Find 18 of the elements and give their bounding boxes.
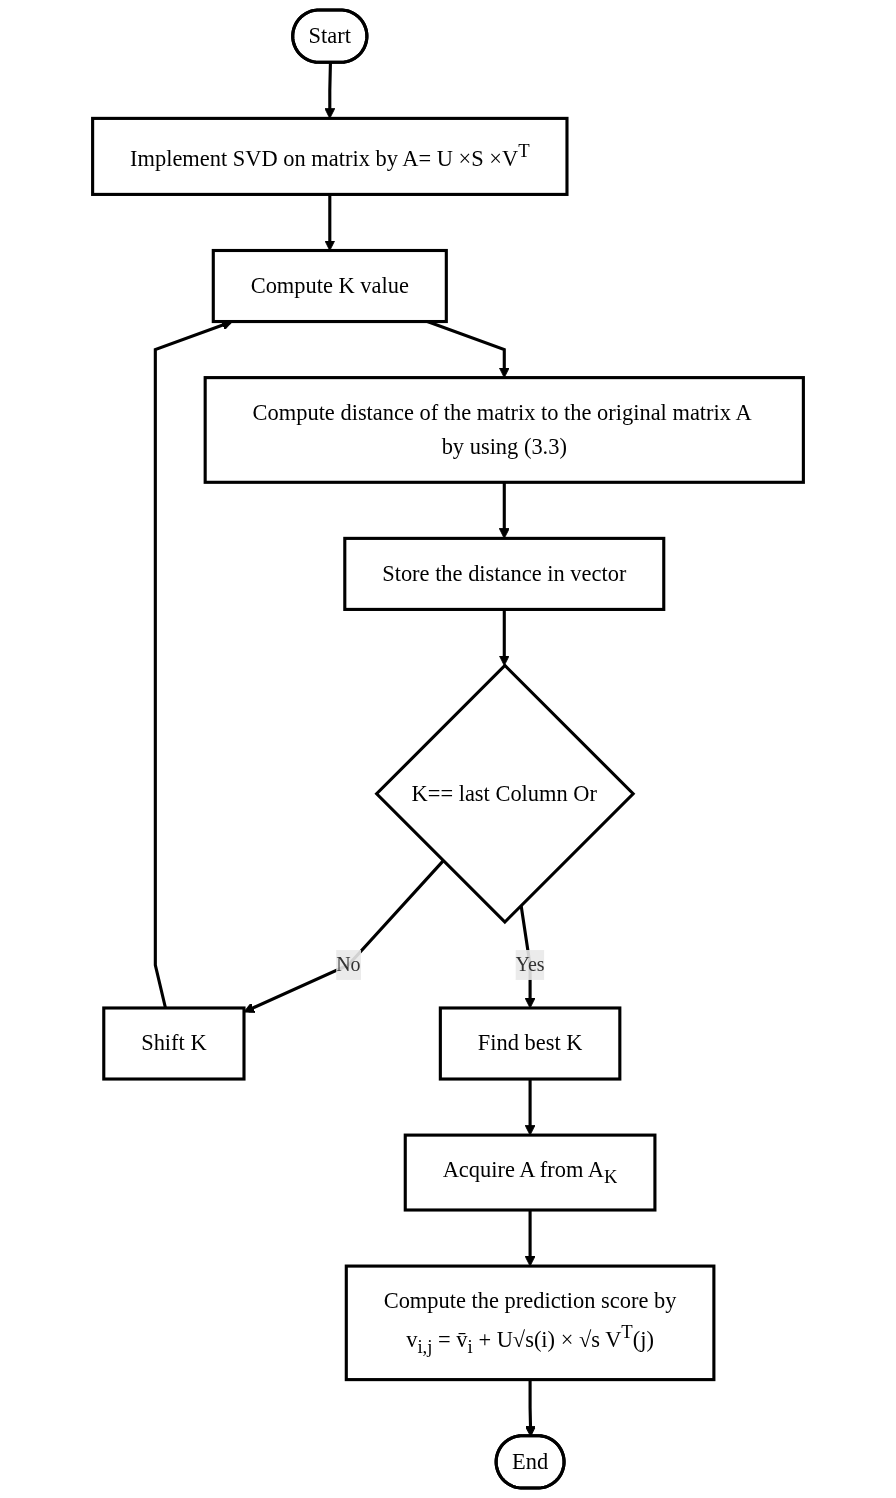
node-box: Compute K value	[211, 248, 448, 324]
arrow	[498, 482, 510, 539]
node-box: Acquire A from A$_{K}$	[403, 1133, 657, 1212]
node-box: Implement SVD on matrix by A= U ×S ×V$^{T}$	[91, 116, 569, 196]
node-box: Compute the prediction score by v$_{i,j}$ = v̄$_{i}$ + U√s(i) × √s V$^{T}$(j)	[344, 1264, 716, 1382]
arrow	[524, 1079, 536, 1136]
arrow	[324, 194, 336, 251]
node-box: Store the distance in vector	[343, 536, 666, 611]
node-box: Compute distance of the matrix to the original matrix A by using (3.3)	[203, 376, 805, 484]
arrow	[524, 1210, 536, 1267]
edge-label: Yes	[515, 953, 545, 975]
node-diamond: K== last Column Or	[374, 663, 636, 925]
arrow	[324, 62, 336, 119]
edge-label: No	[336, 953, 361, 975]
node-box: Find best K	[438, 1006, 622, 1081]
arrow	[498, 609, 510, 666]
arrow	[243, 859, 445, 1013]
node-box: Shift K	[102, 1006, 246, 1081]
